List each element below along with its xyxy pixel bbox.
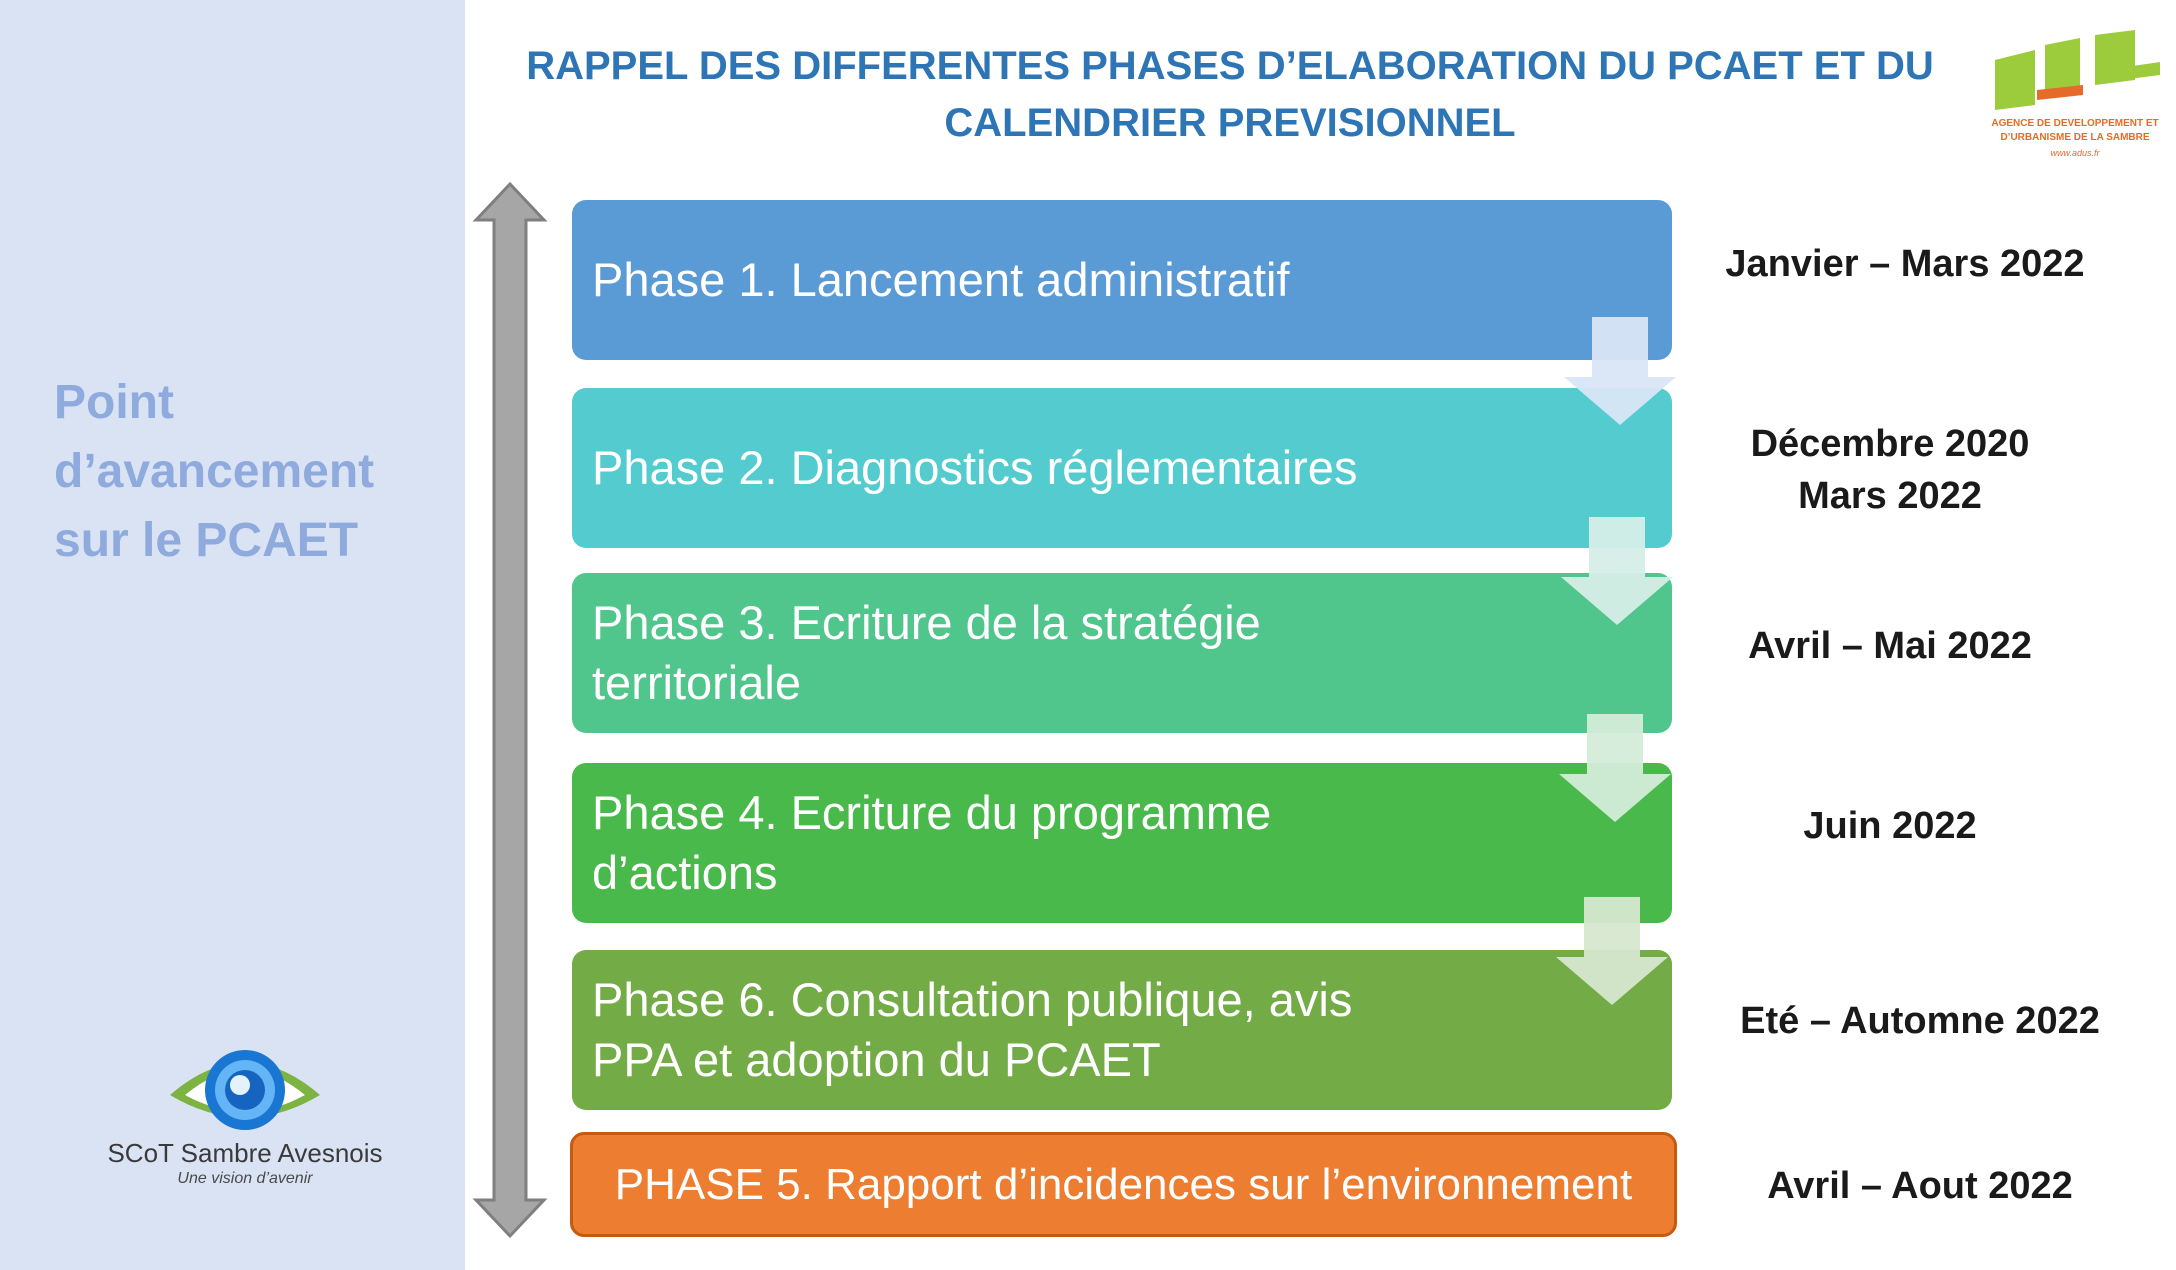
phase-label-line: d’actions — [592, 846, 778, 899]
scot-logo-name: SCoT Sambre Avesnois — [107, 1138, 383, 1168]
sidebar: Point d’avancement sur le PCAET SCoT Sam… — [0, 0, 465, 1270]
sidebar-title-line: d’avancement — [54, 445, 375, 498]
phase-label: Phase 2. Diagnostics réglementaires — [592, 438, 1357, 498]
down-arrow-icon — [1561, 517, 1673, 625]
phase-label: PHASE 5. Rapport d’incidences sur l’envi… — [615, 1155, 1632, 1215]
adus-logo-url: www.adus.fr — [2050, 148, 2100, 158]
phase-date-line: Avril – Mai 2022 — [1748, 625, 2032, 667]
adus-logo-line: AGENCE DE DEVELOPPEMENT ET — [1991, 118, 2159, 129]
adus-logo: AGENCE DE DEVELOPPEMENT ET D’URBANISME D… — [1985, 30, 2165, 160]
phase-label-line: Phase 1. Lancement administratif — [592, 253, 1290, 306]
phase-date: Eté – Automne 2022 — [1680, 995, 2160, 1047]
phase-date: Avril – Aout 2022 — [1680, 1160, 2160, 1212]
phase-label: Phase 4. Ecriture du programme d’actions — [592, 783, 1271, 903]
phase-box-3: Phase 3. Ecriture de la stratégie territ… — [572, 573, 1672, 733]
page-title-line: CALENDRIER PREVISIONNEL — [944, 101, 1516, 145]
adus-logo-icon — [1995, 30, 2160, 110]
phase-date-line: Avril – Aout 2022 — [1767, 1165, 2073, 1207]
phase-label-line: Phase 2. Diagnostics réglementaires — [592, 441, 1358, 494]
phase-label-line: Phase 3. Ecriture de la stratégie — [592, 596, 1261, 649]
phase-date-line: Juin 2022 — [1803, 805, 1977, 847]
phase-label-line: PHASE 5. Rapport d’incidences sur l’envi… — [614, 1159, 1633, 1209]
phase-label-line: Phase 4. Ecriture du programme — [592, 786, 1272, 839]
sidebar-title-line: Point — [54, 376, 174, 429]
double-headed-vertical-arrow-icon — [472, 181, 548, 1239]
phase-date: Juin 2022 — [1650, 800, 2130, 852]
phase-label-line: territoriale — [592, 656, 801, 709]
sidebar-title-line: sur le PCAET — [54, 514, 359, 567]
phase-box-4: Phase 4. Ecriture du programme d’actions — [572, 763, 1672, 923]
phase-label-line: PPA et adoption du PCAET — [592, 1033, 1161, 1086]
down-arrow-icon — [1564, 317, 1676, 425]
phase-label-line: Phase 6. Consultation publique, avis — [592, 973, 1353, 1026]
phase-date: Décembre 2020 Mars 2022 — [1650, 418, 2130, 522]
phase-date-line: Eté – Automne 2022 — [1740, 1000, 2100, 1042]
phase-box-2: Phase 2. Diagnostics réglementaires — [572, 388, 1672, 548]
phase-box-6: Phase 6. Consultation publique, avis PPA… — [572, 950, 1672, 1110]
scot-logo: SCoT Sambre Avesnois Une vision d’avenir — [100, 1040, 390, 1190]
page-title: RAPPEL DES DIFFERENTES PHASES D’ELABORAT… — [520, 38, 1940, 152]
phase-label: Phase 1. Lancement administratif — [592, 250, 1290, 310]
phase-box-5: PHASE 5. Rapport d’incidences sur l’envi… — [570, 1132, 1677, 1237]
phase-date-line: Décembre 2020 — [1750, 423, 2030, 465]
phase-label: Phase 3. Ecriture de la stratégie territ… — [592, 593, 1261, 713]
down-arrow-icon — [1556, 897, 1668, 1005]
page-title-line: RAPPEL DES DIFFERENTES PHASES D’ELABORAT… — [526, 44, 1934, 88]
down-arrow-icon — [1559, 714, 1671, 822]
scot-logo-tagline: Une vision d’avenir — [177, 1170, 313, 1187]
phase-date: Avril – Mai 2022 — [1650, 620, 2130, 672]
phase-date-line: Mars 2022 — [1798, 475, 1982, 517]
phase-label: Phase 6. Consultation publique, avis PPA… — [592, 970, 1352, 1090]
eye-logo-icon — [170, 1050, 320, 1130]
phase-box-1: Phase 1. Lancement administratif — [572, 200, 1672, 360]
phase-date-line: Janvier – Mars 2022 — [1725, 243, 2085, 285]
phase-date: Janvier – Mars 2022 — [1665, 238, 2145, 290]
adus-logo-line: D’URBANISME DE LA SAMBRE — [2000, 132, 2150, 143]
sidebar-title: Point d’avancement sur le PCAET — [54, 368, 454, 575]
